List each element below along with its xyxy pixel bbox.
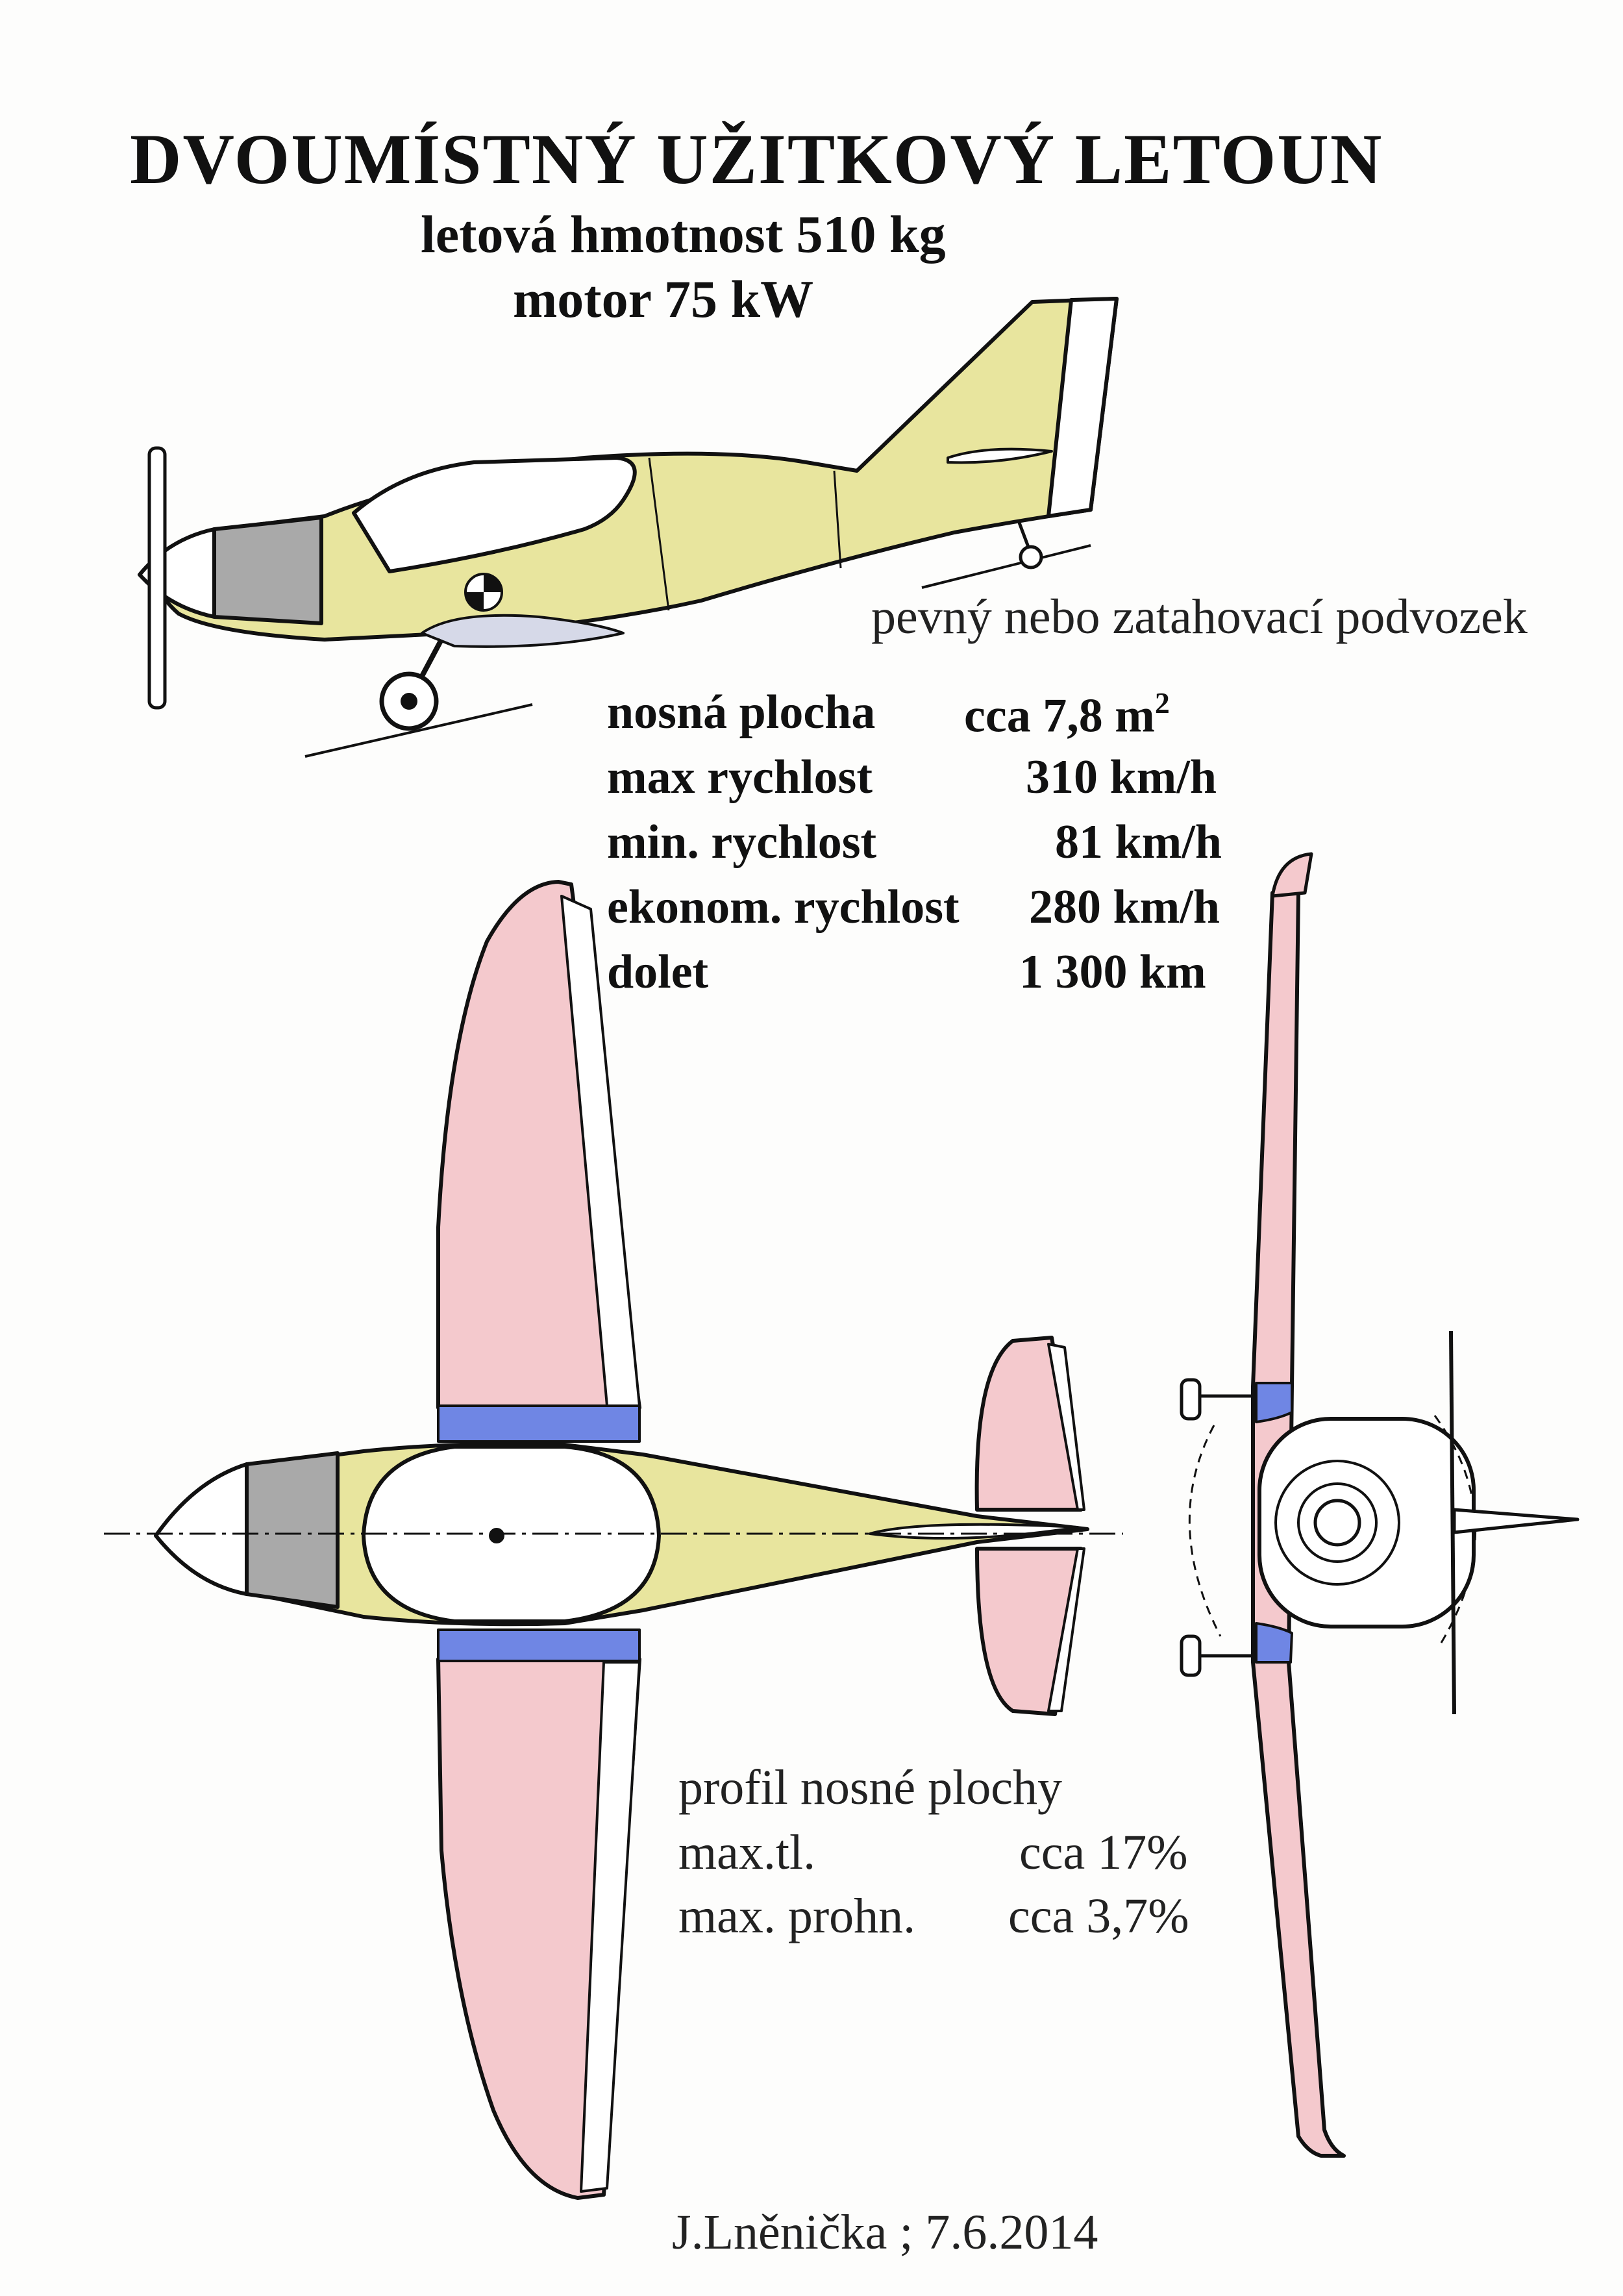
profile-heading: profil nosné plochy [678,1760,1063,1815]
spec-value-min-speed: 81 km/h [1055,816,1222,869]
side-view [138,297,1119,758]
profile-value-camber: cca 3,7% [1008,1889,1189,1943]
side-propeller [147,446,167,710]
spec-label-max-speed: max rychlost [607,751,873,804]
spec-label-econ-speed: ekonom. rychlost [607,880,960,934]
mass-line: letová hmotnost 510 kg [421,205,946,264]
side-canopy [352,456,637,573]
spec-label-area: nosná plocha [607,686,876,739]
top-view [104,880,1123,2200]
top-tail-fairing [869,1523,1079,1540]
profile-value-thickness: cca 17% [1019,1825,1188,1880]
side-tail-wheel-leg [1017,522,1031,549]
side-ground-line-rear [921,544,1091,589]
side-wing-fairing [421,614,625,648]
side-main-wheel-hub [401,693,417,710]
profile-label-thickness: max.tl. [678,1825,816,1880]
front-wing-root-lower [1255,1622,1293,1664]
top-elevator [1047,1343,1085,1511]
front-wingtip-top [1270,852,1313,898]
profile-label-camber: max. prohn. [678,1889,916,1943]
side-cg-quadrant [484,574,502,592]
top-wing-root-lower [437,1628,641,1662]
spec-value-max-speed: 310 km/h [1026,751,1217,804]
front-wing-root-upper [1255,1382,1293,1423]
side-panel-line [833,470,842,569]
side-spinner [138,527,216,619]
front-view [1180,852,1580,2158]
page-title: DVOUMÍSTNÝ UŽITKOVÝ LETOUN [130,119,1383,199]
spec-value-econ-speed: 280 km/h [1029,880,1220,934]
side-stabilizer [947,447,1053,464]
front-stabilizer [1449,1330,1456,1715]
side-panel-line [648,457,670,611]
top-elevator [1047,1547,1085,1712]
spec-value-area: cca 7,8 m2 [964,686,1170,743]
front-wing [1251,891,1346,2158]
spec-label-min-speed: min. rychlost [607,816,877,869]
side-rudder [1047,297,1119,518]
top-wing-root-upper [437,1404,641,1443]
front-main-wheel-upper [1180,1378,1202,1421]
top-cg-mark [489,1528,504,1543]
front-spinner [1313,1499,1361,1547]
side-tail-wheel [1019,545,1043,569]
side-ground-line-front [304,703,533,758]
top-wing-upper [436,880,641,1410]
gear-note: pevný nebo zatahovací podvozek [871,590,1528,644]
top-cowling [245,1451,340,1609]
spec-label-range: dolet [607,945,709,999]
spec-value-area-exponent: 2 [1154,686,1170,719]
engine-line: motor 75 kW [513,269,814,329]
signature: J.Lněnička ; 7.6.2014 [672,2205,1098,2260]
front-fin [1452,1508,1580,1534]
spec-value-range: 1 300 km [1019,945,1206,999]
top-spinner [154,1462,249,1596]
side-cg-quadrant [465,592,484,610]
front-main-wheel-lower [1180,1634,1202,1677]
side-cowling [212,516,323,625]
